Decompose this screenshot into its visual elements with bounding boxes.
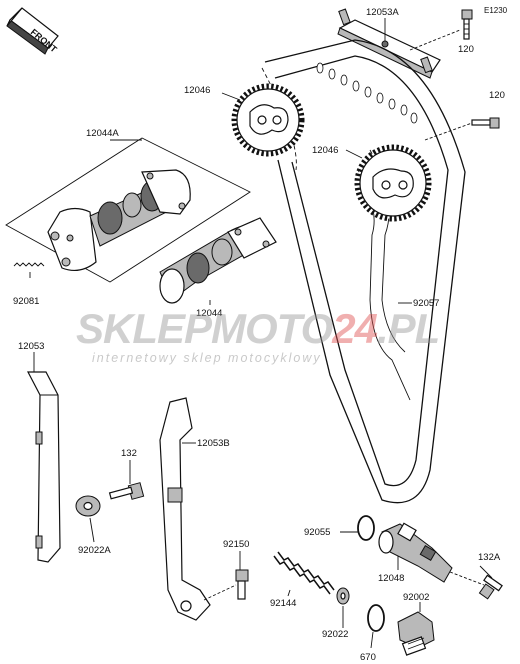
label-92150: 92150 [223,539,249,550]
label-12053B: 12053B [197,438,230,449]
label-132: 132 [121,448,137,459]
diagram-code: E1230 [484,6,508,15]
label-92022A: 92022A [78,545,111,556]
spring-92144 [273,551,335,595]
washer-92022 [336,587,350,605]
camshaft-sprocket-top [231,83,305,157]
label-120-top: 120 [458,44,474,55]
svg-text:internetowy sklep motocyklowy: internetowy sklep motocyklowy [92,351,322,365]
chain-guide-12053 [27,371,61,563]
chain-tensioner-12048 [378,522,453,583]
bolt-132 [108,482,145,500]
label-92022: 92022 [322,629,348,640]
label-12048: 12048 [378,573,404,584]
bolt-132A [478,574,503,600]
camshaft-12044A [47,169,191,272]
washer-92022A [75,495,101,517]
camshaft-12044 [159,217,277,304]
bolt-120-right [471,117,500,129]
upper-chain-guide [337,8,441,79]
bolt-120-top [461,9,473,40]
label-92055: 92055 [304,527,330,538]
label-12046-top: 12046 [184,85,210,96]
label-670: 670 [360,652,376,663]
label-12046-mid: 12046 [312,145,338,156]
label-12053A: 12053A [366,7,399,18]
watermark-logo: SKLEPMOTO24.PL internetowy sklep motocyk… [76,305,440,365]
label-132A: 132A [478,552,501,563]
cap-bolt-92002 [397,611,435,656]
label-92002: 92002 [403,592,429,603]
front-arrow-icon: FRONT [6,7,59,55]
o-ring-670 [367,604,385,632]
camshaft-sprocket-mid [354,144,432,222]
label-12044A: 12044A [86,128,119,139]
chain-links [316,62,418,124]
label-92057: 92057 [413,298,439,309]
spring-92081 [13,262,45,267]
label-12044: 12044 [196,308,222,319]
label-92081: 92081 [13,296,39,307]
label-92144: 92144 [270,598,296,609]
label-120-right: 120 [489,90,505,101]
tensioner-guide-12053B [159,397,211,621]
label-12053: 12053 [18,341,44,352]
svg-text:SKLEPMOTO24.PL: SKLEPMOTO24.PL [76,305,439,352]
bolt-92150 [235,569,249,600]
o-ring-92055 [357,515,375,541]
